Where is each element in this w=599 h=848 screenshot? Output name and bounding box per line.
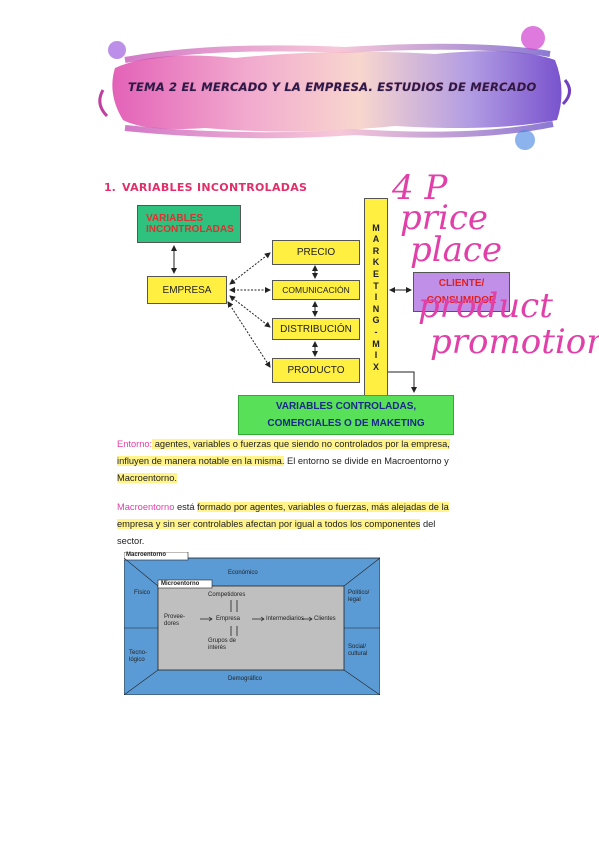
macro-tab: Macroentorno	[126, 552, 167, 558]
p1-text-2: influyen de manera notable en la misma.	[117, 456, 285, 466]
label-politico: Político/ legal	[348, 590, 370, 603]
label-grupos-interes: Grupos de interés	[208, 638, 237, 651]
label-social: Social/ cultural	[348, 644, 368, 657]
mm-letter: A	[372, 234, 380, 245]
label-proveedores: Provee- dores	[164, 614, 186, 627]
section-title: VARIABLES INCONTROLADAS	[122, 181, 308, 194]
handwriting-product: product	[418, 286, 553, 326]
mm-letter: I	[374, 292, 378, 303]
handwriting-4p: 4 P	[392, 168, 448, 208]
vi-line-2: INCONTROLADAS	[146, 224, 234, 235]
mm-letter: I	[374, 350, 378, 361]
box-producto: PRODUCTO	[272, 358, 360, 383]
cliente-line-2: CONSUMIDOR	[426, 295, 497, 306]
p2-text-1: está	[174, 502, 198, 512]
box-precio: PRECIO	[272, 240, 360, 265]
micro-tab: Microentorno	[161, 581, 200, 587]
box-empresa: EMPRESA	[147, 276, 227, 304]
entorno-figure: Macroentorno Microentorno Económico Físi…	[124, 552, 380, 695]
vc-line-1: VARIABLES CONTROLADAS,	[275, 401, 417, 412]
mm-letter: -	[374, 326, 378, 337]
page-title: TEMA 2 EL MERCADO Y LA EMPRESA. ESTUDIOS…	[128, 80, 537, 94]
handwriting-promotion: promotion	[430, 322, 599, 362]
title-banner	[98, 26, 571, 150]
mm-letter: G	[372, 315, 380, 326]
section-number: 1.	[104, 181, 116, 194]
mm-letter: X	[372, 361, 379, 372]
label-tecnologico: Tecno- lógico	[129, 650, 148, 663]
label-clientes: Clientes	[314, 616, 336, 622]
box-distribucion: DISTRIBUCIÓN	[272, 318, 360, 340]
term-entorno: Entorno:	[117, 439, 153, 449]
mm-letter: E	[372, 269, 379, 280]
p1-text-4: Macroentorno.	[117, 473, 177, 483]
box-comunicacion: COMUNICACIÓN	[272, 280, 360, 300]
box-variables-controladas: VARIABLES CONTROLADAS, COMERCIALES O DE …	[238, 395, 454, 435]
label-demografico: Demográfico	[228, 676, 263, 682]
vi-line-1: VARIABLES	[146, 213, 204, 224]
mm-letter: M	[372, 338, 380, 349]
p2-text-3: empresa y sin ser controlables afectan p…	[117, 519, 421, 529]
mm-letter: N	[372, 303, 380, 314]
paragraph-macroentorno: Macroentorno está formado por agentes, v…	[117, 499, 517, 550]
mm-letter: K	[372, 257, 380, 268]
handwriting-price: price	[400, 198, 489, 238]
label-economico: Económico	[228, 570, 258, 576]
term-macroentorno: Macroentorno	[117, 502, 175, 512]
cliente-line-1: CLIENTE/	[438, 278, 485, 289]
mm-letter: T	[373, 280, 379, 291]
mm-letter: R	[372, 245, 380, 256]
box-marketing-mix: M A R K E T I N G - M I X	[364, 198, 388, 398]
mm-letter: M	[372, 222, 380, 233]
p1-text-1: agentes, variables o fuerzas que siendo …	[152, 439, 450, 449]
label-fisico: Físico	[134, 590, 151, 596]
entorno-figure-shapes	[124, 552, 380, 695]
p2-text-4: del	[420, 519, 436, 529]
label-intermediarios: Intermediarios	[266, 616, 305, 622]
label-competidores: Competidores	[208, 592, 246, 598]
p2-text-2: formado por agentes, variables o fuerzas…	[197, 502, 449, 512]
box-cliente-consumidor: CLIENTE/ CONSUMIDOR	[413, 272, 510, 312]
handwriting-place: place	[410, 230, 503, 270]
p1-text-3: El entorno se divide en Macroentorno y	[284, 456, 449, 466]
paragraph-entorno: Entorno: agentes, variables o fuerzas qu…	[117, 436, 512, 487]
label-empresa: Empresa	[216, 616, 241, 622]
vc-line-2: COMERCIALES O DE MAKETING	[267, 418, 425, 429]
p2-text-5: sector.	[117, 536, 145, 546]
